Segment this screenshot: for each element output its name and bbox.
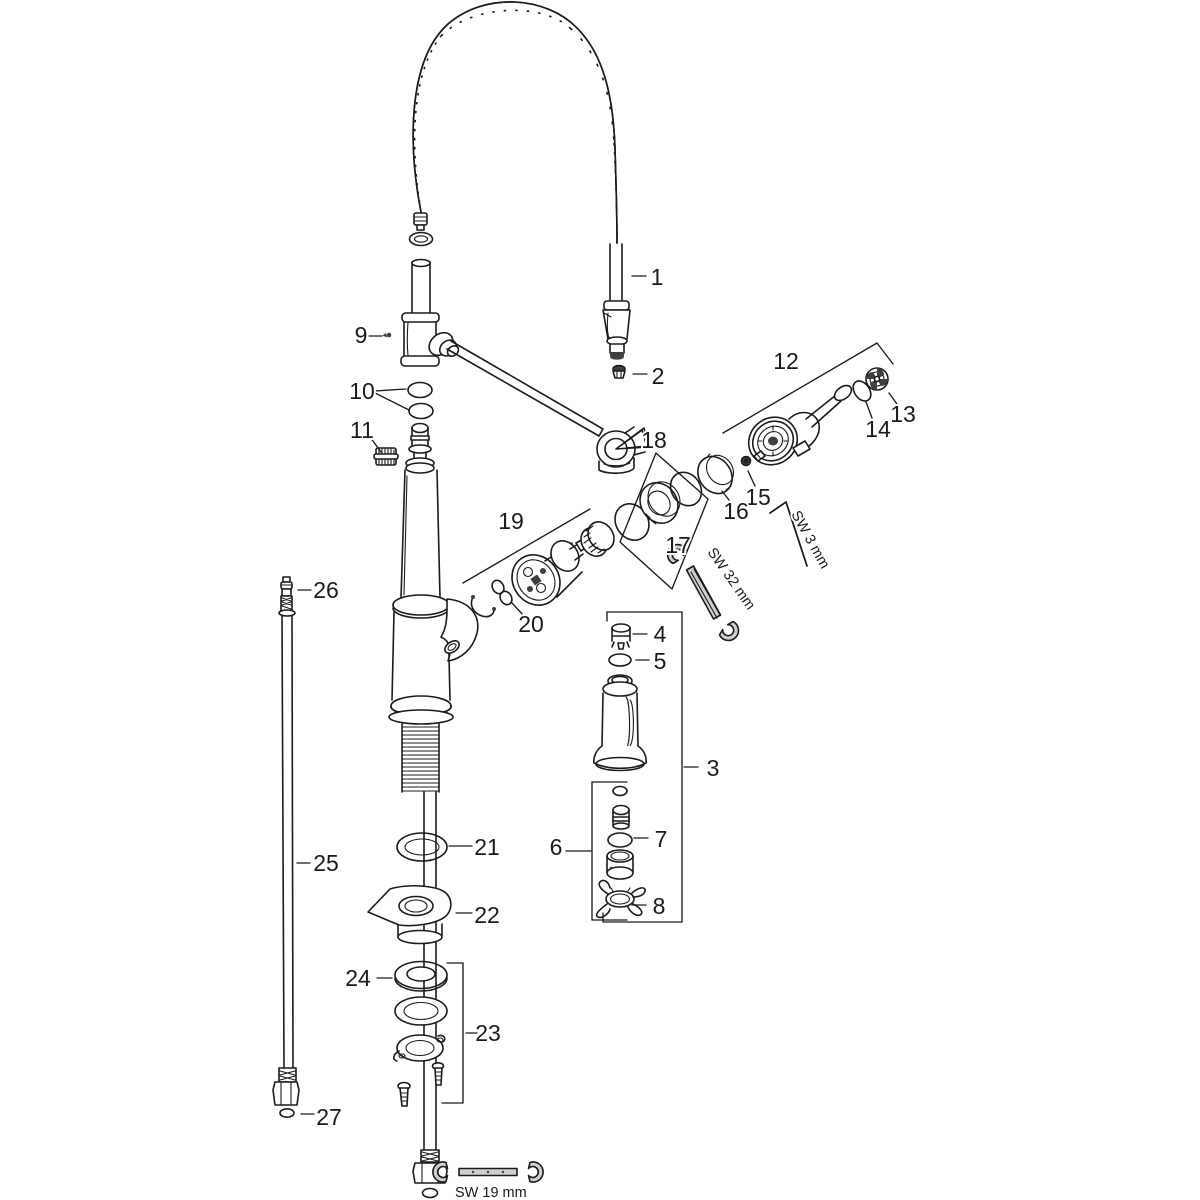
o-rings-10 [407, 381, 434, 420]
part-label-5: 5 [654, 648, 667, 674]
part-label-1: 1 [651, 264, 664, 290]
part-label-10: 10 [349, 378, 375, 404]
wrench-sw19 [432, 1161, 544, 1183]
part-label-13: 13 [890, 401, 916, 427]
part-label-22: 22 [474, 902, 500, 928]
spout-assembly-3 [593, 623, 647, 919]
hex-key-sw3 [769, 501, 808, 567]
outlet-elbow-assembly [400, 258, 604, 437]
supply-hose-end-center [412, 1149, 448, 1199]
spout-body [593, 674, 647, 772]
screw-set-15 [740, 450, 766, 467]
part-label-9: 9 [355, 322, 368, 348]
part-label-19: 19 [498, 508, 524, 534]
part-label-18: 18 [641, 427, 667, 453]
leader-lines [296, 275, 898, 1115]
o-ring-5 [608, 653, 632, 667]
retainer-clip-20 [470, 579, 513, 618]
aerator-4 [611, 623, 631, 650]
part-label-2: 2 [652, 363, 665, 389]
base-seal-21 [396, 832, 448, 862]
seal-ring-27 [279, 1108, 295, 1119]
bracket-23 [441, 962, 464, 1104]
cartridge-knurled-nut [580, 521, 615, 557]
hose-slide-ring [408, 231, 434, 247]
part-label-25: 25 [313, 850, 339, 876]
aerator-insert-small [612, 364, 626, 379]
tool-label-sw3: SW 3 mm [788, 508, 833, 571]
sleeve-ring-16 [697, 453, 735, 495]
part-label-16: 16 [723, 498, 749, 524]
set-screw-9 [382, 332, 392, 338]
mounting-screw-right [431, 1062, 445, 1086]
cap-13 [865, 367, 889, 391]
part-label-8: 8 [653, 893, 666, 919]
part-label-14: 14 [865, 416, 891, 442]
bushing-cylinder [606, 849, 634, 880]
part-label-26: 26 [313, 577, 339, 603]
spray-head [602, 243, 631, 360]
faucet-body [388, 422, 479, 1151]
spider-clip-8 [595, 879, 646, 919]
wrench-sw32 [666, 543, 740, 642]
insert-piece [612, 804, 630, 830]
part-label-11: 11 [350, 417, 374, 443]
handle-assembly-12 [747, 384, 853, 466]
base-escutcheon-22 [367, 884, 452, 945]
bracket-17 [619, 452, 709, 590]
splined-adapter-11 [373, 447, 399, 466]
o-ring-7 [607, 832, 633, 848]
ring-set-17-18 [614, 471, 703, 541]
tool-label-sw19: SW 19 mm [455, 1185, 527, 1200]
mounting-set-23 [393, 996, 448, 1107]
part-label-3: 3 [707, 755, 720, 781]
part-label-7: 7 [655, 826, 668, 852]
bracket-6 [591, 781, 628, 921]
washer-24 [394, 960, 448, 992]
part-label-24: 24 [345, 965, 371, 991]
coiled-spring-hose [408, 1, 631, 360]
part-label-15: 15 [745, 484, 771, 510]
part-label-4: 4 [654, 621, 667, 647]
part-label-21: 21 [474, 834, 500, 860]
part-label-17: 17 [665, 532, 691, 558]
bracket-12 [722, 342, 894, 434]
small-ring [612, 785, 628, 797]
hose-left-nipple [413, 212, 428, 231]
mounting-screw-left [397, 1081, 411, 1107]
pipe-clip-holder [596, 426, 649, 474]
cartridge-19 [511, 521, 615, 606]
part-label-23: 23 [475, 1020, 501, 1046]
part-label-27: 27 [316, 1104, 342, 1130]
supply-hose-left [272, 576, 300, 1119]
bracket-19 [462, 508, 591, 584]
part-label-12: 12 [773, 348, 799, 374]
part-label-20: 20 [518, 611, 544, 637]
part-label-6: 6 [550, 834, 563, 860]
